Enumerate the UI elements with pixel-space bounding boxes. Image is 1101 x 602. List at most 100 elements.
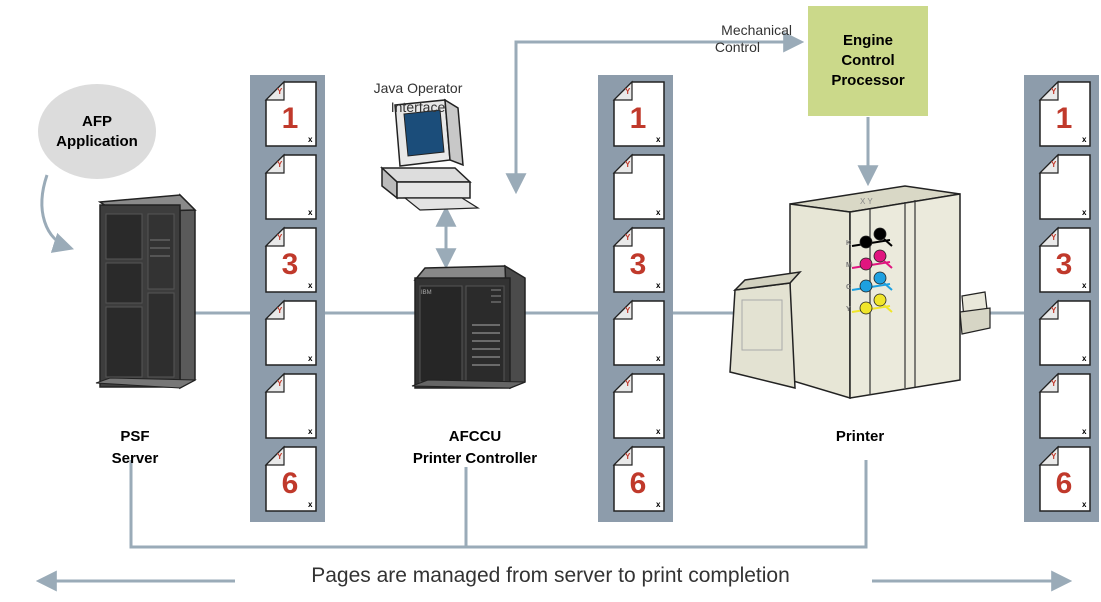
svg-text:IBM: IBM xyxy=(421,290,432,296)
page-corner-top: Y xyxy=(1051,233,1057,242)
pc-icon xyxy=(380,98,480,211)
page-icon: Yx3 xyxy=(1038,226,1091,293)
page-corner-bottom: x xyxy=(1082,135,1087,144)
afccu-label: AFCCU Printer Controller xyxy=(380,426,570,470)
page-corner-bottom: x xyxy=(656,208,661,217)
printer-icon: X Y K M C Y xyxy=(729,185,991,400)
page-corner-bottom: x xyxy=(656,354,661,363)
page-icon: Yx6 xyxy=(1038,445,1091,512)
page-corner-bottom: x xyxy=(1082,427,1087,436)
page-icon: Yx xyxy=(612,299,665,366)
page-corner-top: Y xyxy=(277,452,283,461)
caption: Pages are managed from server to print c… xyxy=(0,564,1101,588)
page-corner-bottom: x xyxy=(308,208,313,217)
java-line2: Interface xyxy=(390,99,446,115)
page-corner-top: Y xyxy=(277,379,283,388)
page-icon: Yx6 xyxy=(612,445,665,512)
page-corner-top: Y xyxy=(1051,87,1057,96)
toner-group: K M C Y xyxy=(846,227,893,315)
page-corner-bottom: x xyxy=(1082,354,1087,363)
toner-label: C xyxy=(846,284,851,291)
afp-to-server-arrow xyxy=(40,174,74,253)
page-corner-top: Y xyxy=(625,306,631,315)
page-number: 1 xyxy=(1056,102,1073,135)
page-corner-top: Y xyxy=(1051,452,1057,461)
afccu-line1: AFCCU xyxy=(448,428,502,445)
page-corner-top: Y xyxy=(1051,379,1057,388)
page-corner-bottom: x xyxy=(656,135,661,144)
page-icon: Yx xyxy=(1038,153,1091,220)
page-corner-bottom: x xyxy=(656,427,661,436)
caption-text: Pages are managed from server to print c… xyxy=(293,564,808,587)
afp-application-bubble: AFP Application xyxy=(38,84,156,179)
printer-label-text: Printer xyxy=(835,428,885,445)
toner-label: Y xyxy=(846,306,851,313)
page-icon: Yx xyxy=(264,372,317,439)
page-icon: Yx3 xyxy=(264,226,317,293)
page-number: 6 xyxy=(282,467,299,500)
server-icon xyxy=(95,193,197,390)
afp-line1: AFP xyxy=(82,112,112,130)
page-corner-top: Y xyxy=(1051,160,1057,169)
page-number: 3 xyxy=(282,248,299,281)
java-operator-interface-label: Java Operator Interface xyxy=(358,79,478,117)
connection-lines xyxy=(35,31,1073,592)
printer-xy-mark: X Y xyxy=(860,197,873,206)
mechanical-control-label: Mechanical Control xyxy=(672,22,792,56)
page-corner-bottom: x xyxy=(1082,208,1087,217)
page-icon: Yx xyxy=(1038,372,1091,439)
toner-label: M xyxy=(846,262,852,269)
page-corner-bottom: x xyxy=(308,500,313,509)
page-number: 1 xyxy=(282,102,299,135)
toner-label: K xyxy=(846,240,851,247)
engine-control-processor-box: Engine Control Processor xyxy=(808,6,928,116)
ecp-line2: Control xyxy=(841,52,895,69)
page-number: 3 xyxy=(1056,248,1073,281)
page-corner-top: Y xyxy=(277,87,283,96)
afp-line2: Application xyxy=(56,132,138,150)
mech-line2: Control xyxy=(714,39,760,55)
page-number: 6 xyxy=(1056,467,1073,500)
page-stacks: Yx1YxYx3YxYxYx6Yx1YxYx3YxYxYx6Yx1YxYx3Yx… xyxy=(250,75,1099,522)
page-corner-top: Y xyxy=(625,160,631,169)
page-icon: Yx6 xyxy=(264,445,317,512)
page-icon: Yx xyxy=(1038,299,1091,366)
controller-icon: IBM xyxy=(411,264,526,390)
page-icon: Yx xyxy=(264,153,317,220)
page-corner-bottom: x xyxy=(308,354,313,363)
page-corner-bottom: x xyxy=(308,427,313,436)
page-corner-top: Y xyxy=(1051,306,1057,315)
toner-mark: M xyxy=(846,249,893,271)
page-number: 3 xyxy=(630,248,647,281)
page-icon: Yx xyxy=(612,153,665,220)
psf-server-label: PSF Server xyxy=(90,426,180,470)
ecp-line1: Engine xyxy=(842,32,893,49)
page-icon: Yx1 xyxy=(612,80,665,147)
toner-mark: Y xyxy=(846,293,893,315)
page-corner-top: Y xyxy=(625,452,631,461)
page-corner-bottom: x xyxy=(308,281,313,290)
ecp-line3: Processor xyxy=(831,72,905,89)
page-number: 1 xyxy=(630,102,647,135)
toner-mark: K xyxy=(846,227,893,249)
page-icon: Yx xyxy=(264,299,317,366)
page-corner-top: Y xyxy=(625,379,631,388)
page-corner-bottom: x xyxy=(656,281,661,290)
page-corner-top: Y xyxy=(277,160,283,169)
page-corner-top: Y xyxy=(625,233,631,242)
printer-label: Printer xyxy=(800,426,920,448)
page-corner-top: Y xyxy=(625,87,631,96)
psf-line1: PSF xyxy=(120,428,150,445)
page-number: 6 xyxy=(630,467,647,500)
page-icon: Yx1 xyxy=(264,80,317,147)
psf-line2: Server xyxy=(111,450,159,467)
bottom-return-line xyxy=(129,460,868,549)
mech-line1: Mechanical xyxy=(721,22,792,38)
page-corner-bottom: x xyxy=(308,135,313,144)
page-corner-bottom: x xyxy=(1082,281,1087,290)
